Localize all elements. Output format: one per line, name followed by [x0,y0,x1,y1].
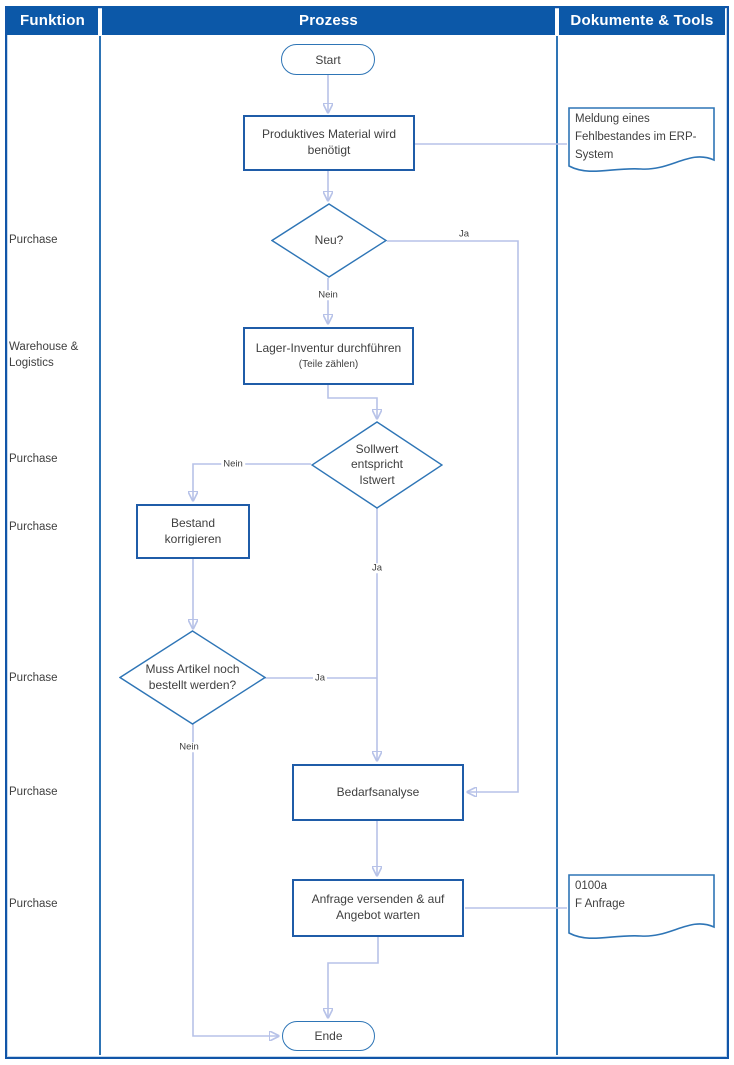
node-start-label: Start [315,52,341,67]
edge-label-bestellt-ja: Ja [312,672,328,684]
document-meldung-fehlbestand: Meldung eines Fehlbestandes im ERP-Syste… [568,107,715,177]
edge-label-neu-nein: Nein [316,289,340,301]
diamond-shape [311,421,443,509]
node-anfrage-versenden: Anfrage versenden & auf Angebot warten [292,879,464,937]
edge-label-sollwert-ja: Ja [369,562,385,574]
node-produktives-material-label: Produktives Material wird benötigt [261,127,397,157]
document-0100a-anfrage: 0100a F Anfrage [568,874,715,944]
node-lager-inventur-label: Lager-Inventur durchführen [255,340,402,355]
node-lager-inventur-sublabel: (Teile zählen) [298,359,359,371]
node-bedarfsanalyse: Bedarfsanalyse [292,764,464,821]
lane-label-purchase-3: Purchase [9,521,58,533]
document-shape [568,874,715,940]
node-lager-inventur: Lager-Inventur durchführen (Teile zählen… [243,327,414,385]
node-anfrage-versenden-label: Anfrage versenden & auf Angebot warten [311,892,445,922]
lane-label-purchase-6: Purchase [9,898,58,910]
node-bestand-korrigieren: Bestand korrigieren [136,504,250,559]
diamond-shape [119,630,266,725]
node-bestand-korrigieren-label: Bestand korrigieren [164,515,222,546]
node-decision-bestellt-label: Muss Artikel noch bestellt werden? [145,661,240,692]
document-0100a-line1: 0100a [575,880,607,892]
lane-label-purchase-1: Purchase [9,234,58,246]
header-prozess: Prozess [102,6,555,35]
node-decision-neu: Neu? [271,203,387,278]
node-decision-bestellt: Muss Artikel noch bestellt werden? [119,630,266,725]
edge-label-bestellt-nein: Nein [177,741,201,753]
node-ende-label: Ende [314,1029,343,1043]
node-decision-sollwert: Sollwert entspricht Istwert [311,421,443,509]
diamond-shape [271,203,387,278]
node-start: Start [281,44,375,75]
node-produktives-material: Produktives Material wird benötigt [243,115,415,171]
lane-label-purchase-4: Purchase [9,672,58,684]
node-decision-neu-label: Neu? [314,232,344,247]
edge-label-sollwert-nein: Nein [221,458,245,470]
document-shape [568,107,715,173]
edge-label-neu-ja: Ja [456,228,472,240]
header-dokumente-tools: Dokumente & Tools [559,6,725,35]
lane-label-warehouse-logistics: Warehouse & Logistics [9,341,79,369]
lane-divider-funktion-prozess [99,36,101,1055]
lane-label-purchase-5: Purchase [9,786,58,798]
lane-label-purchase-2: Purchase [9,453,58,465]
document-meldung-text: Meldung eines Fehlbestandes im ERP-Syste… [575,113,697,161]
document-0100a-line2: F Anfrage [575,897,625,910]
lane-divider-prozess-dokumente [556,36,558,1055]
node-decision-sollwert-label: Sollwert entspricht Istwert [350,441,404,487]
node-bedarfsanalyse-label: Bedarfsanalyse [336,784,420,799]
header-funktion: Funktion [7,6,98,35]
node-ende: Ende [282,1021,375,1051]
document-0100a-text: 0100a F Anfrage [575,878,712,914]
